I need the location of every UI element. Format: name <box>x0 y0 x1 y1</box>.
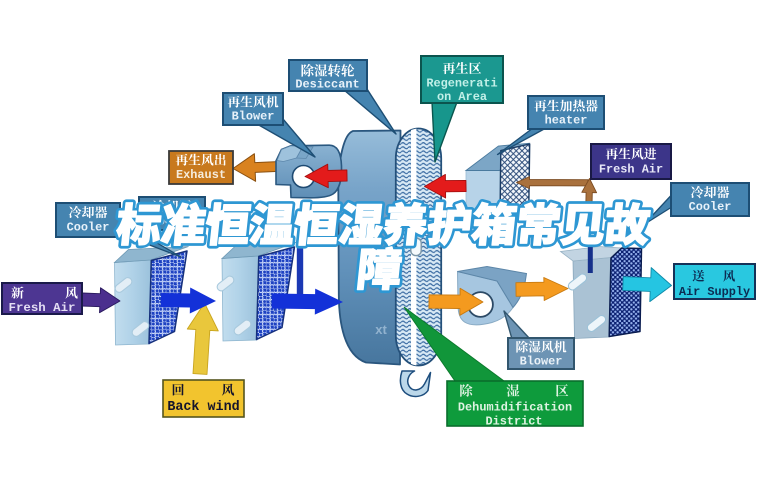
svg-text:Desiccant: Desiccant <box>295 78 359 92</box>
svg-text:Regenerati: Regenerati <box>426 77 497 91</box>
svg-text:Blower: Blower <box>520 355 563 369</box>
svg-text:Air Supply: Air Supply <box>679 285 750 299</box>
svg-text:Fresh Air: Fresh Air <box>9 301 76 315</box>
svg-text:on Area: on Area <box>437 90 487 104</box>
svg-text:Back wind: Back wind <box>167 400 239 415</box>
svg-text:District: District <box>485 415 542 429</box>
svg-text:Dehumidification: Dehumidification <box>458 401 572 415</box>
svg-text:Fresh Air: Fresh Air <box>599 163 663 177</box>
svg-text:xt: xt <box>375 322 387 337</box>
svg-text:heater: heater <box>545 114 588 128</box>
svg-text:Exhaust: Exhaust <box>176 168 226 182</box>
svg-text:Cooler: Cooler <box>689 200 732 214</box>
svg-text:Blower: Blower <box>232 110 275 124</box>
svg-text:Cooler: Cooler <box>67 221 110 235</box>
